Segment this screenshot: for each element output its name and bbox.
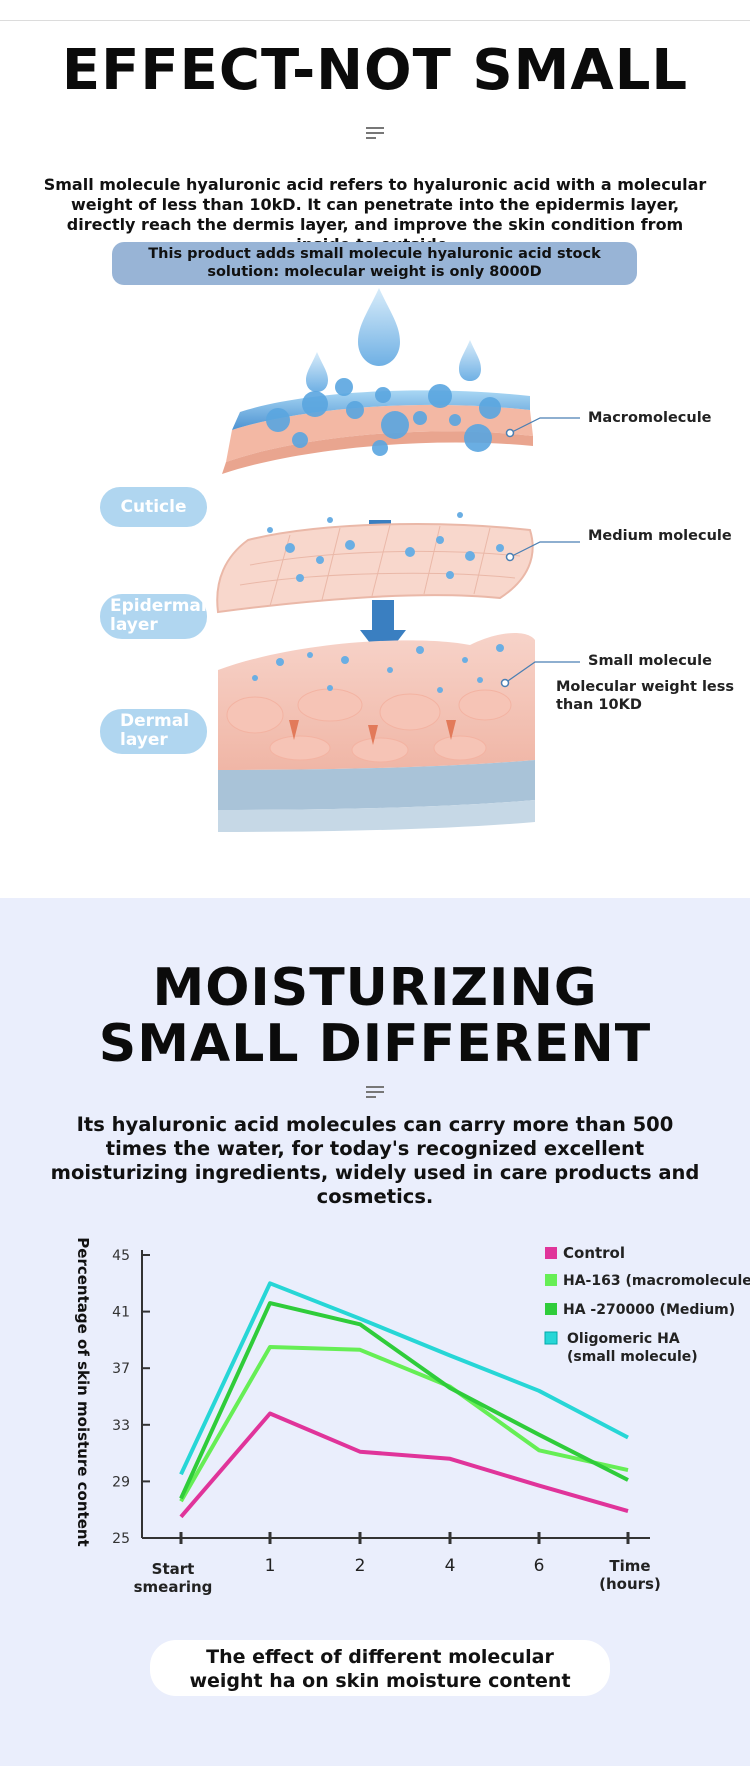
- top-divider: [0, 20, 750, 21]
- left-drop: [306, 352, 328, 392]
- x-tick-label: 4: [445, 1556, 456, 1576]
- series-line-2: [179, 1301, 629, 1500]
- y-tick-label: 45: [112, 1248, 130, 1264]
- x-tick-label: 2: [355, 1556, 366, 1576]
- right-drop: [459, 340, 481, 381]
- legend-label: HA -270000 (Medium): [563, 1302, 735, 1318]
- legend-label: Oligomeric HA: [567, 1331, 680, 1347]
- section2-title: MOISTURIZING SMALL DIFFERENT: [98, 958, 652, 1074]
- menu-icon: [366, 127, 384, 139]
- legend-label: Control: [563, 1244, 625, 1262]
- y-tick-label: 29: [112, 1474, 130, 1490]
- x-tick-label: Start: [152, 1560, 195, 1578]
- highlight-line-1: This product adds small molecule hyaluro…: [148, 246, 601, 262]
- medium-molecule-layer: [216, 523, 534, 614]
- cuticle-label: Cuticle: [100, 487, 207, 527]
- menu-icon-2: [366, 1086, 384, 1098]
- highlight-banner: This product adds small molecule hyaluro…: [112, 242, 637, 285]
- y-tick-label: 25: [112, 1531, 130, 1547]
- moisturizing-section: [0, 898, 750, 1766]
- y-tick-label: 33: [112, 1418, 130, 1434]
- legend-swatch: [544, 1331, 558, 1345]
- x-tick-label: 6: [534, 1556, 545, 1576]
- moisture-line-chart: Percentage of skin moisture content 25 29 3…: [74, 1237, 750, 1596]
- x-tick-label: smearing: [134, 1578, 213, 1596]
- x-axis-label: Time: [609, 1557, 650, 1575]
- chart-caption: The effect of different molecular weight…: [150, 1640, 610, 1696]
- legend-swatch: [545, 1274, 557, 1286]
- series-line-1: [179, 1345, 629, 1503]
- y-axis-label: Percentage of skin moisture content: [74, 1237, 92, 1546]
- y-tick-label: 41: [112, 1305, 130, 1321]
- medium-molecule-label: Medium molecule: [588, 528, 732, 544]
- legend-swatch: [545, 1247, 557, 1259]
- section1-title: EFFECT-NOT SMALL: [61, 38, 689, 103]
- legend-label: (small molecule): [567, 1349, 698, 1365]
- series-line-3: [179, 1281, 629, 1476]
- macromolecule-label: Macromolecule: [588, 410, 712, 426]
- legend-label: HA-163 (macromolecule): [563, 1273, 750, 1289]
- small-molecule-label: Small molecule: [588, 653, 712, 669]
- legend-swatch: [545, 1303, 557, 1315]
- series-line-0: [179, 1411, 629, 1519]
- section1-description: Small molecule hyaluronic acid refers to…: [43, 175, 707, 254]
- large-drop: [358, 288, 400, 366]
- y-tick-label: 37: [112, 1361, 130, 1377]
- section2-description: Its hyaluronic acid molecules can carry …: [50, 1113, 700, 1208]
- x-tick-label: 1: [265, 1556, 276, 1576]
- highlight-line-2: solution: molecular weight is only 8000D: [207, 264, 542, 280]
- x-axis-label-unit: (hours): [599, 1575, 661, 1593]
- skin-layers-illustration: [216, 288, 580, 832]
